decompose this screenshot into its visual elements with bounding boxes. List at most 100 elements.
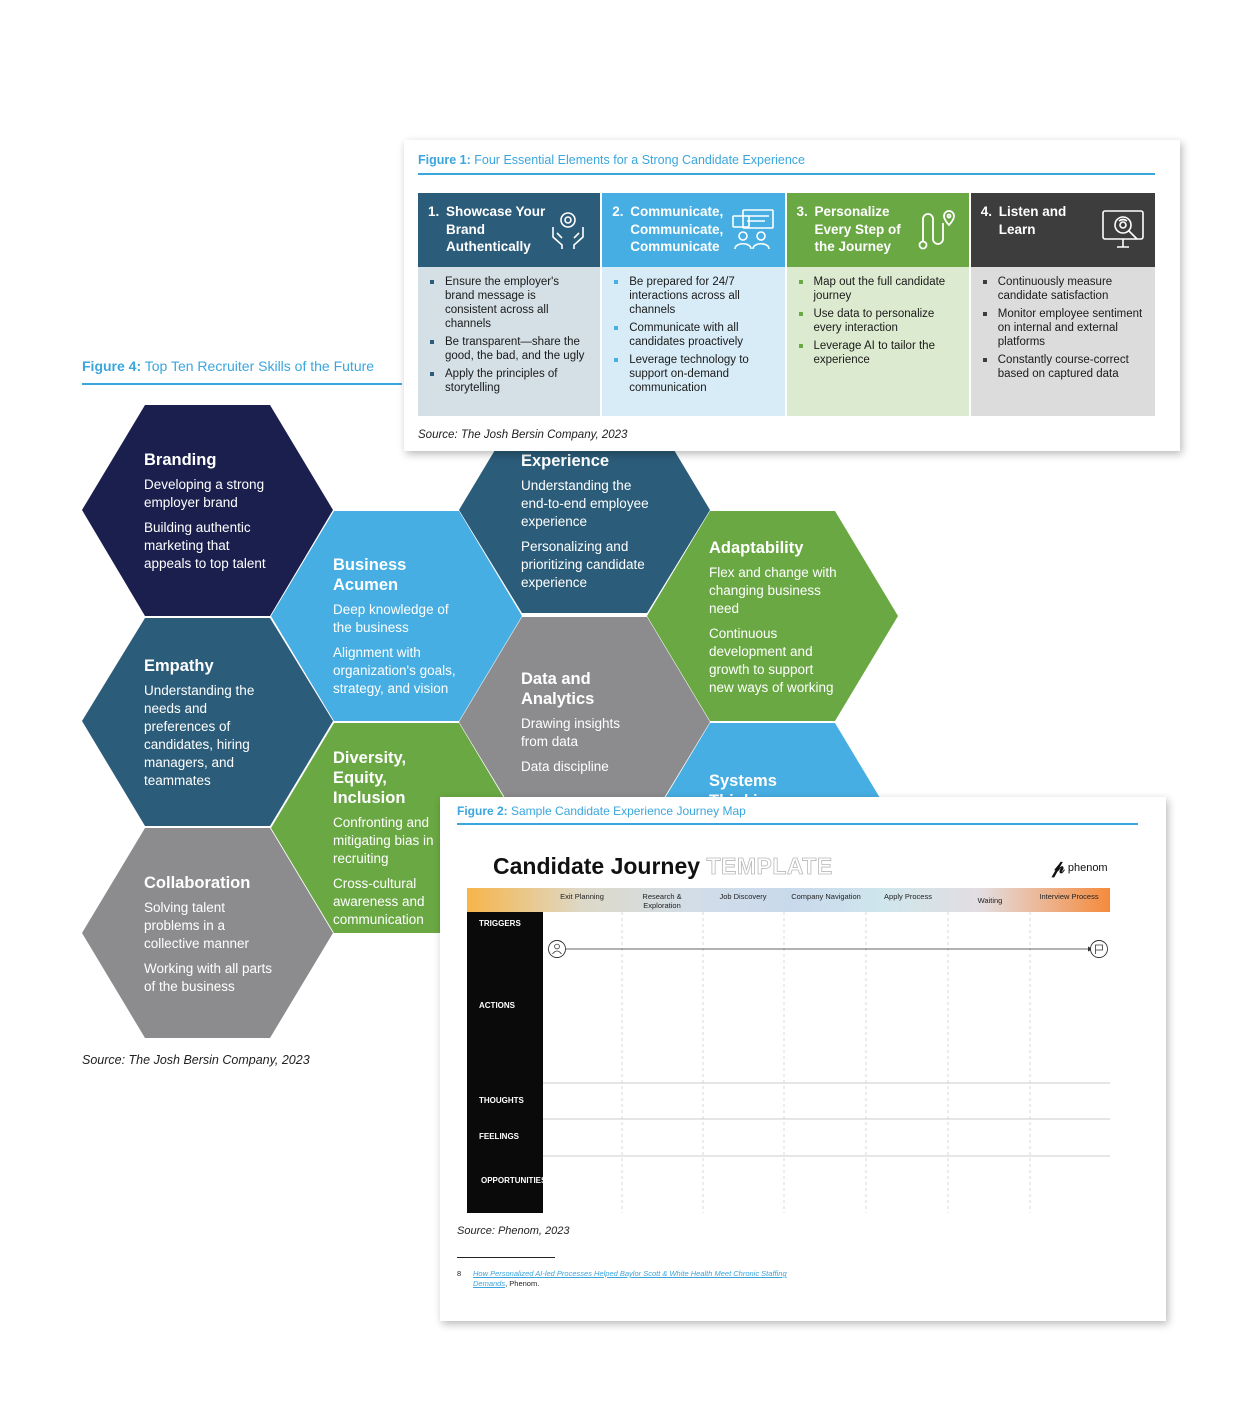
figure4-label: Figure 4: <box>82 358 142 374</box>
hex-title: Business Acumen <box>333 556 407 594</box>
hex-dei-text: Diversity, Equity, Inclusion Confronting… <box>333 748 463 936</box>
chat-people-icon <box>731 209 774 250</box>
figure1-title: Figure 1: Four Essential Elements for a … <box>418 153 805 167</box>
figure4-title-text: Top Ten Recruiter Skills of the Future <box>141 358 375 374</box>
hex-collaboration <box>82 828 333 1038</box>
row-label: FEELINGS <box>479 1132 520 1141</box>
stage-label: Research & Exploration <box>642 892 682 910</box>
hex-line: Understanding the needs and preferences … <box>144 683 255 788</box>
figure2-label: Figure 2: <box>457 804 508 818</box>
bullet-item: Be transparent—share the good, the bad, … <box>430 335 590 363</box>
grid-columns <box>621 912 1031 1213</box>
stage-label: Exit Planning <box>560 892 604 901</box>
grid-rows <box>543 1082 1110 1157</box>
element-column: 3. Personalize Every Step of the Journey… <box>786 193 971 416</box>
hex-title: Branding <box>144 451 217 469</box>
hex-title: Empathy <box>144 657 214 675</box>
column-number: 3. <box>796 204 808 219</box>
row-label: THOUGHTS <box>479 1096 524 1105</box>
bullet-item: Constantly course-correct based on captu… <box>982 353 1145 381</box>
column-title: Listen and Learn <box>998 204 1067 237</box>
footnote-link[interactable]: How Personalized AI-led Processes Helped… <box>473 1269 787 1288</box>
hex-line: Data discipline <box>521 759 609 774</box>
hex-title: Collaboration <box>144 874 251 892</box>
hex-business-acumen <box>271 511 522 721</box>
phenom-logo-icon: 𝓅 <box>1052 857 1065 877</box>
row-label: TRIGGERS <box>479 919 521 928</box>
column-number: 4. <box>980 204 993 219</box>
hex-branding-text: Branding Developing a strong employer br… <box>144 450 279 580</box>
figure4-source: Source: The Josh Bersin Company, 2023 <box>82 1053 310 1067</box>
figure2-card: Figure 2: Sample Candidate Experience Jo… <box>440 797 1166 1321</box>
hex-line: Continuous development and growth to sup… <box>709 626 834 695</box>
stage-label: Waiting <box>977 896 1003 905</box>
hex-line: Alignment with organization's goals, str… <box>333 645 456 696</box>
bullet-item: Apply the principles of storytelling <box>430 367 590 395</box>
hex-line: Developing a strong employer brand <box>144 477 265 510</box>
figure2-title: Figure 2: Sample Candidate Experience Jo… <box>457 804 746 818</box>
figure1-grid: 1. Showcase Your Brand Authentically Ens… <box>418 193 1155 416</box>
hex-line: Flex and change with changing business n… <box>709 565 837 616</box>
hex-line: Cross-cultural awareness and communicati… <box>333 876 425 927</box>
figure2-source: Source: Phenom, 2023 <box>457 1225 570 1237</box>
column-body: Map out the full candidate journey Use d… <box>786 267 969 416</box>
bullet-item: Leverage technology to support on-demand… <box>614 353 774 395</box>
phenom-logo-text: phenom <box>1067 861 1108 874</box>
figure4-rule <box>82 383 402 385</box>
hex-title: Data and Analytics <box>521 670 595 708</box>
figure1-card: Figure 1: Four Essential Elements for a … <box>404 140 1180 451</box>
hex-title: Adaptability <box>709 539 804 557</box>
journey-heading: Candidate Journey TEMPLATE <box>493 853 833 880</box>
column-body: Continuously measure candidate satisfact… <box>970 267 1155 416</box>
bullet-item: Map out the full candidate journey <box>798 275 959 303</box>
footnote-number: 8 <box>457 1269 462 1278</box>
column-header: 1. Showcase Your Brand Authentically <box>418 193 601 267</box>
footnote-suffix: , Phenom. <box>505 1278 540 1288</box>
row-label: OPPORTUNITIES <box>481 1176 547 1185</box>
hex-adaptability <box>647 511 898 721</box>
footnote-rule <box>457 1257 555 1258</box>
figure2-rule <box>457 823 1138 825</box>
column-number: 1. <box>428 204 440 219</box>
bullet-item: Continuously measure candidate satisfact… <box>982 275 1145 303</box>
figure1-source: Source: The Josh Bersin Company, 2023 <box>418 429 628 441</box>
hex-title: Experience <box>521 452 610 470</box>
hex-line: Understanding the end-to-end employee ex… <box>521 478 649 529</box>
bullet-item: Leverage AI to tailor the experience <box>798 339 959 367</box>
hex-line: Drawing insights from data <box>521 716 621 749</box>
column-header: 2. Communicate, Communicate, Communicate <box>602 193 785 267</box>
element-column: 2. Communicate, Communicate, Communicate… <box>602 193 787 416</box>
column-body: Be prepared for 24/7 interactions across… <box>602 267 785 416</box>
hex-experience-text: Experience Understanding the end-to-end … <box>521 451 653 599</box>
journey-map: Exit Planning Research & Exploration Job… <box>467 888 1110 1213</box>
bullet-item: Ensure the employer's brand message is c… <box>430 275 590 331</box>
figure2-title-text: Sample Candidate Experience Journey Map <box>507 804 746 818</box>
figure1-label: Figure 1: <box>418 153 471 167</box>
hex-line: Confronting and mitigating bias in recru… <box>333 815 434 866</box>
stage-header-bar: Exit Planning Research & Exploration Job… <box>467 888 1110 912</box>
monitor-search-icon <box>1102 210 1144 248</box>
column-header: 3. Personalize Every Step of the Journey <box>786 193 969 267</box>
journey-heading-outline: TEMPLATE <box>706 853 833 880</box>
route-path-icon <box>918 210 955 250</box>
column-body: Ensure the employer's brand message is c… <box>418 267 601 416</box>
column-number: 2. <box>612 204 624 219</box>
stage-label: Company Navigation <box>791 892 861 901</box>
hex-collaboration-text: Collaboration Solving talent problems in… <box>144 873 274 1003</box>
hex-data-analytics <box>459 617 710 826</box>
hex-line: Personalizing and prioritizing candidate… <box>521 539 645 590</box>
bullet-item: Monitor employee sentiment on internal a… <box>982 307 1145 349</box>
hex-line: Deep knowledge of the business <box>333 602 449 635</box>
column-title: Communicate, Communicate, Communicate <box>630 204 724 254</box>
hex-empathy <box>82 618 333 826</box>
row-label: ACTIONS <box>479 1001 515 1010</box>
hex-adaptability-text: Adaptability Flex and change with changi… <box>709 538 839 704</box>
hex-branding <box>82 405 333 616</box>
hands-heart-icon <box>552 212 585 249</box>
stage-label: Apply Process <box>884 892 932 901</box>
hex-data-analytics-text: Data and Analytics Drawing insights from… <box>521 669 631 783</box>
element-column: 4. Listen and Learn Continuously measure… <box>970 193 1155 416</box>
stage-label: Job Discovery <box>719 892 767 901</box>
column-title: Showcase Your Brand Authentically <box>446 204 546 254</box>
